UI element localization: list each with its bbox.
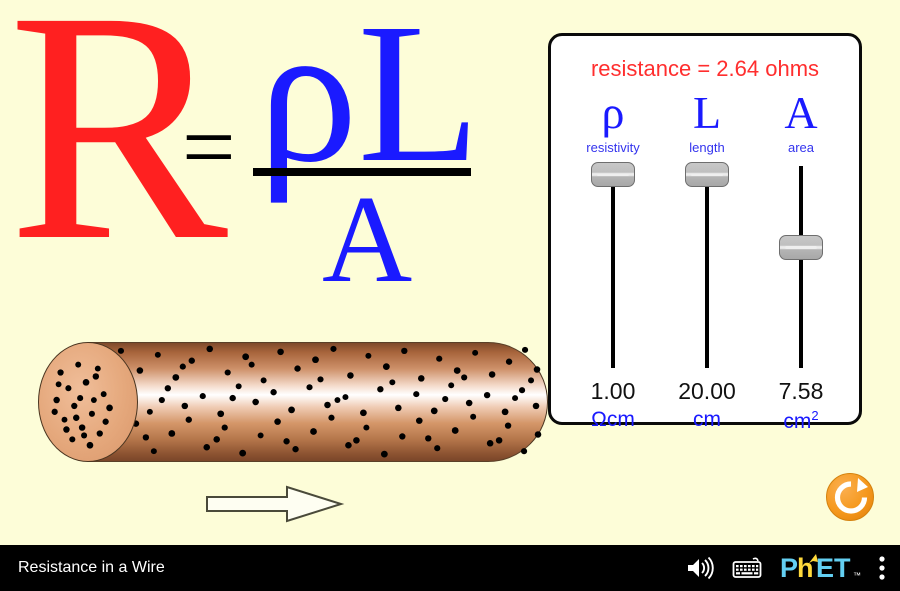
phet-logo[interactable]: P h ET ™ xyxy=(780,553,864,583)
reset-all-button[interactable] xyxy=(826,473,874,521)
current-direction-arrow xyxy=(206,485,345,523)
formula-equals-sign: = xyxy=(182,94,236,200)
slider-thumb-area[interactable] xyxy=(779,234,823,260)
slider-thumb-resistivity[interactable] xyxy=(591,162,635,187)
unit-text-resistivity: Ωcm xyxy=(591,408,635,431)
slider-track-area[interactable] xyxy=(799,166,803,368)
formula-fraction-bar xyxy=(253,168,471,176)
reset-icon xyxy=(834,478,868,514)
symbol-rho: ρ xyxy=(601,87,625,138)
slider-label-area: area xyxy=(787,140,815,155)
slider-value-resistivity: 1.00 xyxy=(590,378,636,404)
bottom-toolbar: Resistance in a Wire P h ET ™ xyxy=(0,545,900,591)
slider-unit-length: cm xyxy=(657,408,757,432)
wire-impurity-dots xyxy=(92,345,542,458)
slider-label-resistivity: resistivity xyxy=(586,140,640,155)
formula-numerator-rho-l: ρL xyxy=(258,0,480,204)
simulation-title: Resistance in a Wire xyxy=(18,559,165,576)
slider-unit-area: cm2 xyxy=(751,408,851,434)
slider-track-resistivity[interactable] xyxy=(611,166,615,368)
formula-symbol-r: R xyxy=(8,0,229,309)
svg-text:™: ™ xyxy=(853,571,861,580)
svg-text:P: P xyxy=(780,553,798,583)
slider-group-area: A area 7.58 cm2 xyxy=(751,87,851,434)
sound-icon[interactable] xyxy=(686,556,714,580)
slider-thumb-length[interactable] xyxy=(685,162,729,187)
resistance-readout: resistance = 2.64 ohms xyxy=(590,56,820,81)
keyboard-icon[interactable] xyxy=(732,557,762,579)
unit-text-length: cm xyxy=(693,408,721,431)
svg-text:h: h xyxy=(797,553,814,583)
slider-label-length: length xyxy=(689,140,725,155)
formula-denominator-a: A xyxy=(322,171,413,309)
slider-group-resistivity: ρ resistivity 1.00 Ωcm xyxy=(563,87,663,432)
slider-group-length: L length 20.00 cm xyxy=(657,87,757,432)
svg-text:ET: ET xyxy=(816,553,851,583)
wire-diagram xyxy=(30,338,550,468)
symbol-a: A xyxy=(784,87,818,138)
wire-cap-impurity-dots xyxy=(51,361,113,449)
wire-body xyxy=(88,342,548,462)
simulation-stage: R = ρL A xyxy=(0,0,874,523)
slider-track-length[interactable] xyxy=(705,166,709,368)
slider-value-length: 20.00 xyxy=(678,378,736,404)
unit-exponent-area: 2 xyxy=(811,408,819,423)
slider-value-area: 7.58 xyxy=(778,378,824,404)
resistance-formula: R = ρL A xyxy=(0,0,500,320)
kebab-menu-icon[interactable] xyxy=(878,555,886,581)
wire-end-cap xyxy=(38,342,138,462)
control-panel: resistance = 2.64 ohms ρ resistivity 1.0… xyxy=(548,33,862,434)
slider-unit-resistivity: Ωcm xyxy=(563,408,663,432)
symbol-l: L xyxy=(692,87,722,138)
unit-text-area: cm xyxy=(783,410,812,433)
